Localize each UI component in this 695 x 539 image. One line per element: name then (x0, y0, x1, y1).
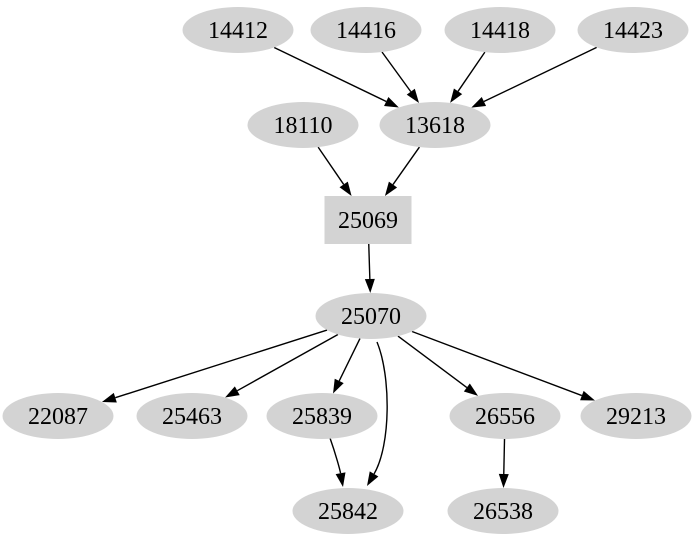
edge-line (273, 46, 387, 103)
node-shape-ellipse (292, 488, 404, 534)
edge-line (381, 51, 412, 93)
arrowhead-icon (335, 472, 346, 487)
edge-13618-25069 (384, 146, 421, 196)
node-shape-ellipse (182, 7, 294, 53)
edge-26556-26538 (498, 438, 509, 489)
node-label: 25839 (292, 404, 352, 430)
edge-25070-25842 (367, 341, 388, 486)
arrowhead-icon (101, 392, 117, 403)
node-25070: 25070 (315, 293, 427, 339)
edge-line (115, 329, 328, 399)
edge-25069-25070 (364, 243, 375, 294)
node-25842: 25842 (292, 488, 404, 534)
node-label: 25070 (341, 304, 401, 330)
edge-line (483, 46, 598, 103)
node-shape-ellipse (379, 102, 491, 148)
node-shape-ellipse (266, 393, 378, 439)
node-shape-ellipse (577, 7, 689, 53)
edge-25070-29213 (411, 330, 595, 401)
node-shape-ellipse (310, 7, 422, 53)
node-label: 13618 (405, 113, 465, 139)
edge-line (392, 146, 421, 185)
arrowhead-icon (498, 473, 509, 489)
node-14418: 14418 (444, 7, 556, 53)
node-shape-ellipse (315, 293, 427, 339)
edge-25070-25839 (333, 338, 361, 394)
node-14423: 14423 (577, 7, 689, 53)
node-shape-ellipse (2, 393, 114, 439)
node-label: 14423 (603, 18, 663, 44)
node-14416: 14416 (310, 7, 422, 53)
node-shape-ellipse (580, 393, 692, 439)
arrowhead-icon (463, 383, 479, 396)
node-label: 25069 (338, 208, 398, 234)
node-14412: 14412 (182, 7, 294, 53)
edge-line (317, 146, 345, 185)
edge-18110-25069 (317, 146, 352, 196)
edge-line (236, 333, 339, 392)
node-26556: 26556 (449, 393, 561, 439)
arrowhead-icon (384, 96, 399, 108)
node-label: 14412 (208, 18, 268, 44)
node-label: 18110 (273, 113, 332, 139)
node-29213: 29213 (580, 393, 692, 439)
edge-line (397, 335, 468, 389)
edge-line (373, 341, 388, 475)
arrowhead-icon (384, 181, 398, 196)
node-label: 25842 (318, 499, 378, 525)
node-label: 26556 (475, 404, 535, 430)
arrowhead-icon (580, 390, 595, 401)
node-shape-ellipse (447, 488, 559, 534)
arrowhead-icon (339, 181, 352, 196)
edge-line (411, 330, 583, 397)
node-label: 25463 (162, 404, 222, 430)
edge-line (503, 438, 506, 475)
edge-25070-25463 (225, 333, 339, 398)
node-label: 29213 (606, 404, 666, 430)
edge-line (368, 243, 371, 280)
arrowhead-icon (364, 278, 375, 294)
arrowhead-icon (367, 471, 379, 486)
node-shape-ellipse (247, 102, 359, 148)
edge-14412-13618 (273, 46, 399, 108)
node-shape-ellipse (449, 393, 561, 439)
node-label: 26538 (473, 499, 533, 525)
edge-14423-13618 (471, 46, 598, 108)
edge-14418-13618 (450, 51, 486, 103)
edge-25070-26556 (397, 335, 479, 396)
node-shape-box (324, 196, 412, 244)
node-25839: 25839 (266, 393, 378, 439)
node-26538: 26538 (447, 488, 559, 534)
node-18110: 18110 (247, 102, 359, 148)
arrowhead-icon (406, 88, 420, 103)
node-label: 14418 (470, 18, 530, 44)
arrowhead-icon (333, 378, 344, 394)
node-13618: 13618 (379, 102, 491, 148)
edge-25839-25842 (329, 437, 346, 487)
node-shape-ellipse (444, 7, 556, 53)
edge-line (457, 51, 486, 92)
node-label: 22087 (28, 404, 88, 430)
node-label: 14416 (336, 18, 396, 44)
arrowhead-icon (225, 386, 240, 398)
node-shape-ellipse (136, 393, 248, 439)
edge-25070-22087 (101, 329, 328, 403)
arrowhead-icon (450, 88, 463, 103)
edge-line (329, 437, 342, 474)
node-25463: 25463 (136, 393, 248, 439)
node-25069: 25069 (324, 196, 412, 244)
node-22087: 22087 (2, 393, 114, 439)
edge-line (338, 338, 361, 382)
edge-14416-13618 (381, 51, 420, 103)
arrowhead-icon (471, 97, 487, 108)
